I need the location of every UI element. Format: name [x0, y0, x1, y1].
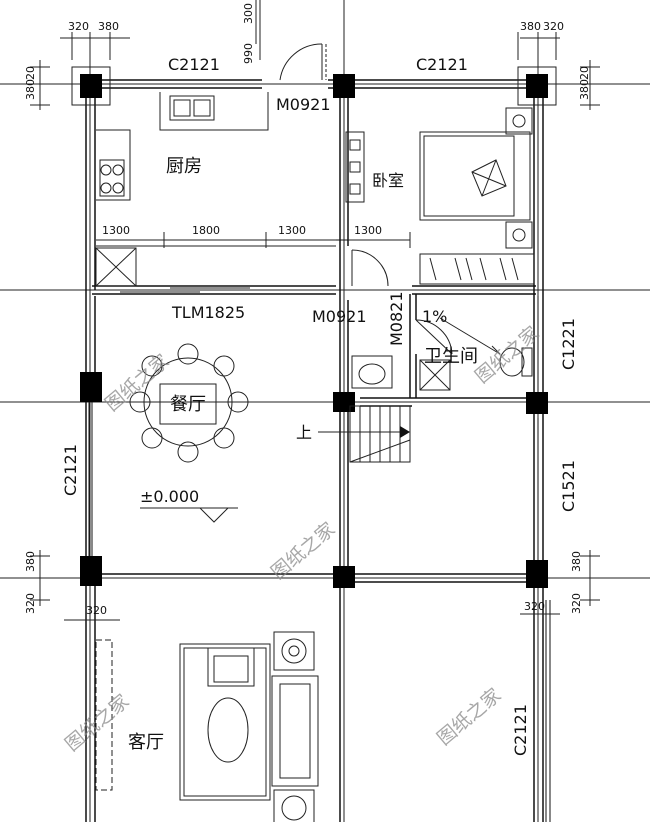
columns: [71, 66, 557, 588]
dim-k1300-b: 1300: [278, 224, 306, 237]
window-left: C2121: [61, 444, 80, 496]
dim-side-320-left: 320: [24, 593, 37, 614]
window-right-upper: C1221: [559, 318, 578, 370]
dim-top-380: 380: [98, 20, 119, 33]
window-top-right: C2121: [416, 55, 468, 74]
opening-labels: C2121 C2121 M0921 TLM1825 M0921 M0821 C1…: [61, 55, 578, 756]
watermarks: 图纸之家 图纸之家 图纸之家 图纸之家 图纸之家: [61, 322, 543, 756]
room-living: 客厅: [128, 732, 164, 753]
dim-left-380: 380: [24, 79, 37, 100]
watermark: 图纸之家: [101, 350, 173, 416]
dim-door-300: 300: [242, 3, 255, 24]
window-right-middle: C1521: [559, 460, 578, 512]
watermark: 图纸之家: [471, 322, 543, 388]
dim-right-20: 20: [578, 66, 591, 80]
dim-top-320-right: 320: [543, 20, 564, 33]
bathroom-fixtures: [351, 317, 533, 391]
dim-side-320-right: 320: [570, 593, 583, 614]
dimension-lines: 320 380 380 320 380 20 380 20 990 300 13…: [24, 0, 600, 621]
dim-bottom-320-left: 320: [86, 604, 107, 617]
stairs: [318, 405, 411, 463]
room-dining: 餐厅: [170, 394, 206, 415]
door-kitchen: M0921: [276, 95, 331, 114]
dim-door-990: 990: [242, 43, 255, 64]
dim-top-380-right: 380: [520, 20, 541, 33]
window-top-left: C2121: [168, 55, 220, 74]
dim-bottom-320-right: 320: [524, 600, 545, 613]
elevation-label: ±0.000: [140, 487, 199, 506]
window-right-lower: C2121: [511, 704, 530, 756]
dim-left-20: 20: [24, 66, 37, 80]
slope-label: 1%: [422, 307, 447, 326]
watermark: 图纸之家: [433, 684, 505, 750]
dim-k1300-a: 1300: [102, 224, 130, 237]
room-bathroom: 卫生间: [424, 346, 478, 367]
living-furniture: [95, 631, 319, 822]
dim-side-380-right: 380: [570, 551, 583, 572]
sliding-door: TLM1825: [171, 303, 245, 322]
bedroom-fixtures: [345, 107, 535, 285]
dining-table: [129, 343, 249, 463]
watermark: 图纸之家: [61, 690, 133, 756]
dim-k1300-c: 1300: [354, 224, 382, 237]
doors: [120, 43, 453, 355]
dim-k1800: 1800: [192, 224, 220, 237]
stair-up-label: 上: [296, 423, 312, 442]
dim-top-320: 320: [68, 20, 89, 33]
elevation-marker: [140, 507, 238, 523]
door-bedroom: M0921: [312, 307, 367, 326]
room-kitchen: 厨房: [166, 156, 202, 177]
room-bedroom: 卧室: [372, 171, 404, 190]
dim-right-380: 380: [578, 79, 591, 100]
dim-side-380-left: 380: [24, 551, 37, 572]
room-labels: 厨房 卧室 餐厅 卫生间 客厅: [128, 156, 478, 753]
annotations: ±0.000 上 1%: [140, 307, 447, 506]
kitchen-fixtures: [95, 92, 336, 287]
door-bathroom: M0821: [387, 291, 406, 346]
walls: [85, 79, 551, 822]
